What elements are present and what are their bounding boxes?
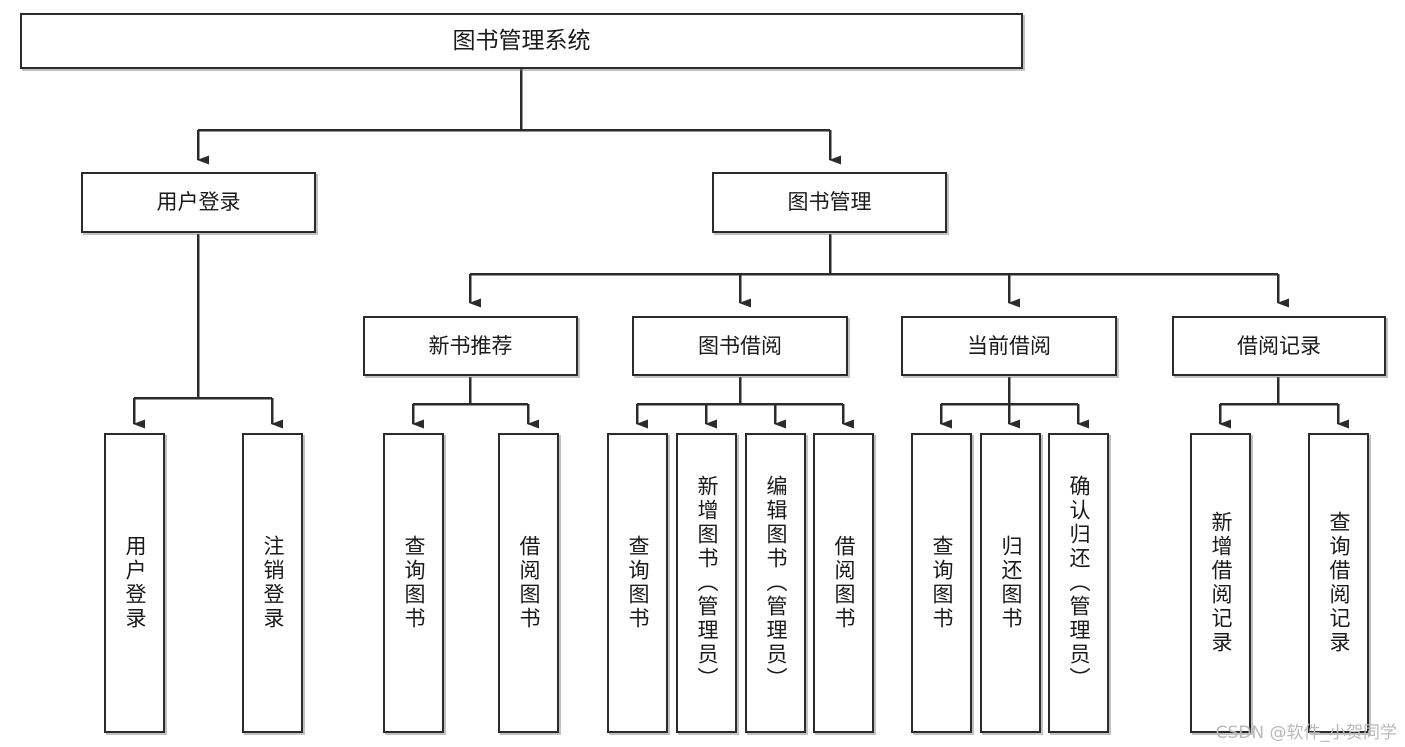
node-borrow-record[interactable]: 借阅记录 xyxy=(1172,316,1386,376)
node-leaf-borrow-book-1[interactable]: 借阅图书 xyxy=(498,433,559,733)
node-label: 查询图书 xyxy=(930,535,954,631)
node-label: 用户登录 xyxy=(123,535,147,631)
node-leaf-return-book[interactable]: 归还图书 xyxy=(980,433,1041,733)
node-label: 当前借阅 xyxy=(967,333,1051,358)
node-leaf-add-book[interactable]: 新增图书（管理员） xyxy=(676,433,737,733)
node-new-book-recommend[interactable]: 新书推荐 xyxy=(363,316,578,376)
node-label: 新增借阅记录 xyxy=(1209,511,1233,655)
node-leaf-borrow-book-2[interactable]: 借阅图书 xyxy=(813,433,874,733)
node-label: 查询图书 xyxy=(626,535,650,631)
node-root-book-management-system[interactable]: 图书管理系统 xyxy=(20,13,1023,69)
node-current-borrow[interactable]: 当前借阅 xyxy=(901,316,1117,376)
node-leaf-logout-login[interactable]: 注销登录 xyxy=(242,433,303,733)
node-label: 借阅图书 xyxy=(832,535,856,631)
node-label: 确认归还（管理员） xyxy=(1067,475,1091,691)
node-label: 借阅记录 xyxy=(1237,333,1321,358)
node-label: 图书管理系统 xyxy=(452,27,591,54)
node-book-management[interactable]: 图书管理 xyxy=(712,172,947,233)
node-leaf-user-login[interactable]: 用户登录 xyxy=(104,433,165,733)
node-label: 新增图书（管理员） xyxy=(695,475,719,691)
node-label: 查询图书 xyxy=(402,535,426,631)
node-label: 归还图书 xyxy=(999,535,1023,631)
node-leaf-query-book-2[interactable]: 查询图书 xyxy=(607,433,668,733)
node-leaf-add-record[interactable]: 新增借阅记录 xyxy=(1190,433,1251,733)
node-leaf-query-record[interactable]: 查询借阅记录 xyxy=(1308,433,1369,733)
node-user-login[interactable]: 用户登录 xyxy=(81,172,316,233)
node-label: 注销登录 xyxy=(261,535,285,631)
node-leaf-query-book-1[interactable]: 查询图书 xyxy=(383,433,444,733)
node-label: 借阅图书 xyxy=(517,535,541,631)
node-leaf-confirm-return[interactable]: 确认归还（管理员） xyxy=(1048,433,1109,733)
node-leaf-query-book-3[interactable]: 查询图书 xyxy=(911,433,972,733)
node-leaf-edit-book[interactable]: 编辑图书（管理员） xyxy=(745,433,806,733)
node-label: 用户登录 xyxy=(156,190,241,215)
node-label: 编辑图书（管理员） xyxy=(764,475,788,691)
node-book-borrow[interactable]: 图书借阅 xyxy=(632,316,848,376)
node-label: 新书推荐 xyxy=(428,333,513,358)
node-label: 图书借阅 xyxy=(698,333,782,358)
node-label: 图书管理 xyxy=(787,190,872,215)
node-label: 查询借阅记录 xyxy=(1327,511,1351,655)
